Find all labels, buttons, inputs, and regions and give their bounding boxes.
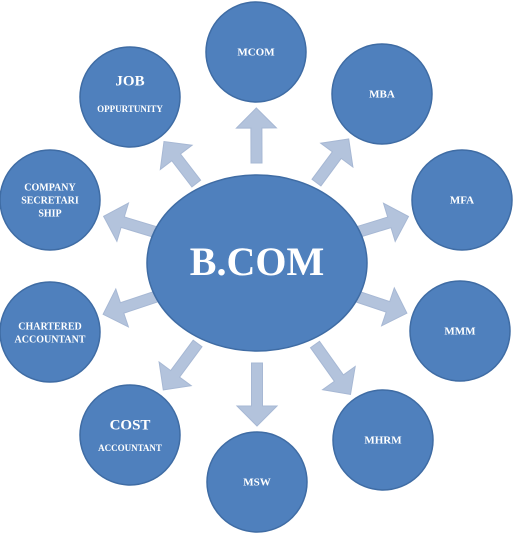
node-label-mfa-0: MFA	[450, 195, 474, 207]
node-label-company-1: SECRETARI	[21, 195, 79, 206]
node-circle-mmm	[409, 280, 511, 382]
center-node: B.COM	[146, 174, 368, 352]
node-circle-cost	[79, 384, 181, 486]
arrow-to-mhrm	[309, 340, 356, 395]
node-label-msw-0: MSW	[243, 477, 271, 489]
node-label-job-1: OPPURTUNITY	[97, 104, 163, 114]
node-mmm: MMM	[409, 280, 511, 382]
node-mcom: MCOM	[205, 1, 307, 103]
arrow-to-cost	[158, 339, 203, 391]
node-circle-chartered	[0, 281, 101, 383]
node-mba: MBA	[331, 43, 433, 145]
center-ellipse	[146, 174, 368, 352]
node-label-job-0: JOB	[115, 73, 144, 89]
node-company: COMPANY SECRETARI SHIP	[0, 149, 101, 251]
node-label-company-2: SHIP	[38, 208, 61, 219]
node-job: JOB OPPURTUNITY	[79, 46, 181, 148]
arrow-to-mba	[311, 138, 354, 187]
arrows-layer	[102, 107, 410, 427]
node-circle-company	[0, 149, 101, 251]
arrow-to-job	[159, 140, 202, 188]
node-label-chartered-0: CHARTERED	[18, 321, 82, 332]
node-circle-mhrm	[332, 389, 434, 491]
node-label-cost-0: COST	[110, 417, 151, 433]
node-circle-job	[79, 46, 181, 148]
node-chartered: CHARTERED ACCOUNTANT	[0, 281, 101, 383]
node-label-company-0: COMPANY	[24, 182, 76, 193]
node-mhrm: MHRM	[332, 389, 434, 491]
node-label-mhrm-0: MHRM	[364, 435, 402, 447]
arrow-to-mcom	[235, 107, 278, 164]
node-label-chartered-1: ACCOUNTANT	[15, 334, 86, 345]
node-circle-msw	[206, 431, 308, 533]
node-label-mmm-0: MMM	[444, 326, 476, 338]
node-label-mcom-0: MCOM	[237, 47, 275, 59]
node-cost: COST ACCOUNTANT	[79, 384, 181, 486]
node-circle-mfa	[411, 149, 513, 251]
node-label-cost-1: ACCOUNTANT	[98, 443, 162, 453]
node-mfa: MFA	[411, 149, 513, 251]
node-circle-mba	[331, 43, 433, 145]
node-circle-mcom	[205, 1, 307, 103]
arrow-to-msw	[235, 362, 279, 427]
node-label-mba-0: MBA	[369, 89, 395, 101]
arrow-to-chartered	[102, 287, 165, 328]
center-label: B.COM	[190, 239, 324, 284]
node-msw: MSW	[206, 431, 308, 533]
